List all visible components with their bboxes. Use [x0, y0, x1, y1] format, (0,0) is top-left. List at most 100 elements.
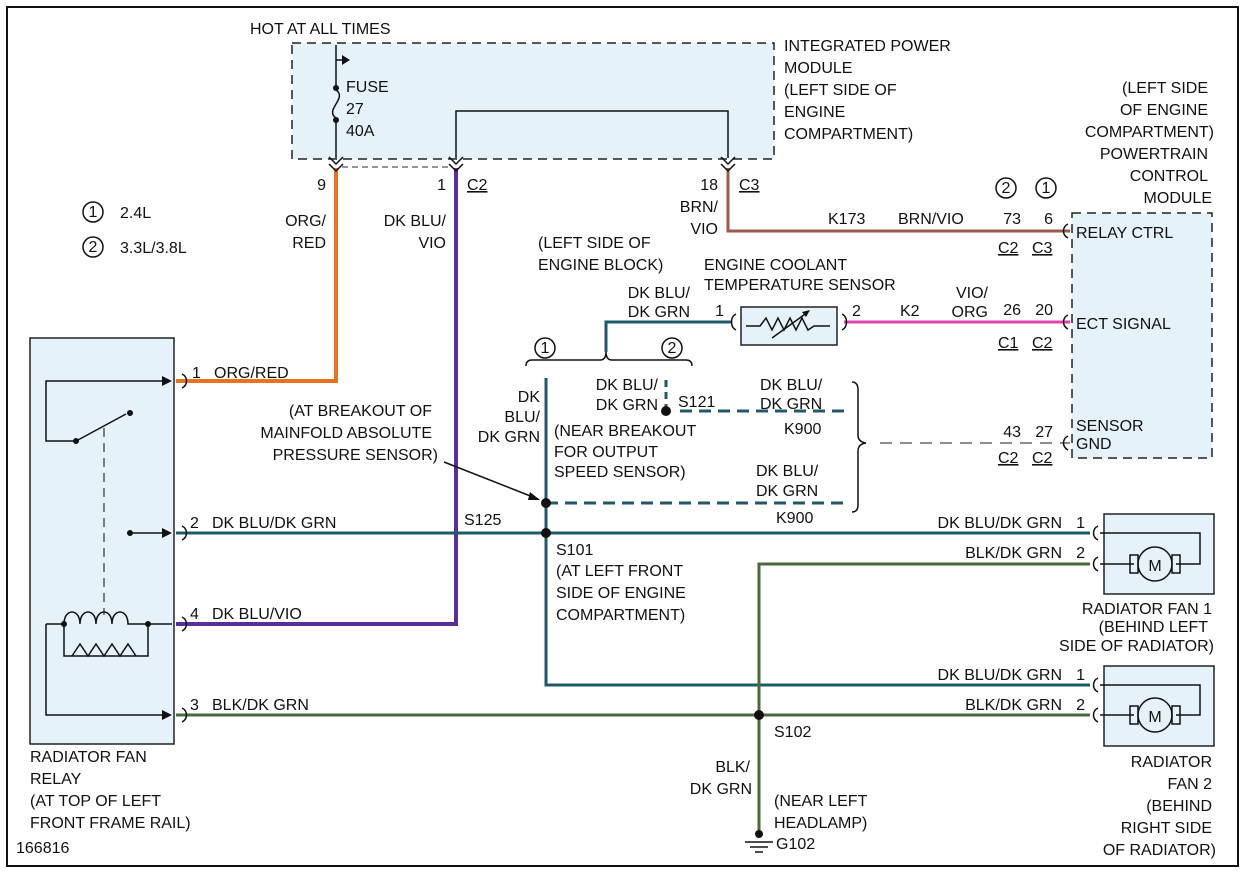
pcm-relay-ctrl: RELAY CTRL [1076, 225, 1173, 242]
relay-switch-icon [77, 413, 127, 441]
pcm-connector: C2 [998, 240, 1019, 257]
legend-mark-2 [82, 236, 104, 258]
connector-chevron [448, 156, 464, 173]
wire-label: VIO/ [956, 285, 989, 302]
wire-org-red [176, 168, 338, 383]
wire-label: DK GRN [596, 397, 658, 414]
fuse-label: FUSE [346, 79, 389, 96]
relay-pin-4: 4 [190, 606, 199, 623]
brace-variant-1: 1 [541, 340, 550, 357]
s101-note: SIDE OF ENGINE [556, 585, 686, 602]
wire-label: DK BLU/ [384, 213, 447, 230]
wire-label: BLK/DK GRN [965, 545, 1062, 562]
radiator-fan-1-box [1103, 513, 1215, 595]
pcm-title: MODULE [1144, 190, 1212, 207]
fan2-location: OF RADIATOR) [1103, 842, 1216, 859]
pcm-connector: C2 [1032, 335, 1053, 352]
ipm-pin-9: 9 [317, 177, 326, 194]
pcm-sensor-gnd: SENSOR [1076, 418, 1144, 435]
pcm-title: CONTROL [1130, 168, 1208, 185]
map-note: (AT BREAKOUT OF [289, 403, 432, 420]
pcm-pin-73: 73 [1003, 211, 1021, 228]
fan2-title: FAN 2 [1168, 776, 1213, 793]
ipm-connector-c2: C2 [467, 177, 488, 194]
pcm-variant-1: 1 [1042, 180, 1051, 197]
splice-s121-label: S121 [678, 394, 715, 411]
map-note-leader [443, 461, 539, 500]
fan1-location: (BEHIND LEFT [1099, 619, 1209, 636]
pcm-connector: C2 [998, 450, 1019, 467]
wire-label: BRN/ [680, 199, 719, 216]
splice-s102 [754, 710, 764, 720]
ground-note: (NEAR LEFT [774, 793, 868, 810]
thermistor-icon [746, 316, 830, 332]
map-note: PRESSURE SENSOR) [273, 447, 438, 464]
splice-s102-label: S102 [774, 724, 811, 741]
pcm-pin-43: 43 [1003, 424, 1021, 441]
fan2-title: RADIATOR [1131, 754, 1212, 771]
s101-note: COMPARTMENT) [556, 607, 685, 624]
relay-title: RELAY [30, 771, 82, 788]
wire-label: DK GRN [760, 396, 822, 413]
diagram-id: 166816 [16, 840, 69, 857]
legend-label-2: 3.3L/3.8L [120, 240, 187, 257]
fan1-pin-2: 2 [1076, 545, 1085, 562]
pcm-location: (LEFT SIDE [1122, 80, 1208, 97]
fan2-motor-icon [1137, 697, 1173, 733]
ect-title: TEMPERATURE SENSOR [704, 277, 896, 294]
wire-label: DK GRN [628, 304, 690, 321]
legend-mark-1 [82, 201, 104, 223]
integrated-power-module-box [291, 42, 775, 160]
wire-label: BLK/DK GRN [965, 697, 1062, 714]
fuse-number: 27 [346, 101, 364, 118]
oss-note: SPEED SENSOR) [554, 464, 686, 481]
fan2-pin-1: 1 [1076, 667, 1085, 684]
brace-variant-2: 2 [668, 340, 677, 357]
ipm-location: (LEFT SIDE OF [784, 82, 897, 99]
legend-label-1: 2.4L [120, 205, 151, 222]
ipm-title: MODULE [784, 60, 852, 77]
wire-label: BLK/ [715, 759, 750, 776]
ect-pin-1: 1 [715, 303, 724, 320]
splice-s121 [661, 406, 671, 416]
relay-location: FRONT FRAME RAIL) [30, 815, 191, 832]
diagram-frame [6, 6, 1239, 867]
powertrain-control-module-box [1071, 212, 1213, 459]
wire-label: BLK/DK GRN [212, 697, 309, 714]
fan2-motor-label: M [1148, 709, 1161, 726]
ect-title: ENGINE COOLANT [704, 257, 847, 274]
wire-ect-signal [604, 320, 732, 352]
radiator-fan-relay-box [29, 337, 175, 745]
relay-coil-icon [63, 611, 172, 625]
connector-chevron [328, 156, 344, 173]
connector-icon [1062, 314, 1069, 330]
wire-label: DK BLU/ [760, 377, 823, 394]
wire-label: DK BLU/DK GRN [212, 515, 336, 532]
engine-variant-brace [525, 351, 693, 367]
wire-label: DK BLU/ [628, 285, 691, 302]
splice-s101 [541, 528, 551, 538]
pcm-location: COMPARTMENT) [1085, 124, 1214, 141]
pcm-connector: C3 [1032, 240, 1053, 257]
wire-brn-vio [726, 168, 1070, 233]
relay-pin-2: 2 [190, 515, 199, 532]
fan2-location: RIGHT SIDE [1121, 820, 1212, 837]
splice-s101-label: S101 [556, 542, 593, 559]
wire-label: BRN/VIO [898, 211, 964, 228]
wire-label: DK GRN [690, 781, 752, 798]
pcm-sensor-gnd: GND [1076, 436, 1112, 453]
splice-map [541, 498, 551, 508]
wire-blk-dk-grn-ground [757, 562, 1090, 833]
wire-label: VIO [690, 221, 718, 238]
fan1-pin-1: 1 [1076, 515, 1085, 532]
wire-label: RED [292, 235, 326, 252]
radiator-fan-2-box [1103, 665, 1215, 747]
wire-dk-blu-dk-grn-fan2 [544, 533, 1090, 687]
wire-label: DK [518, 389, 541, 406]
wire-label: BLU/ [504, 409, 540, 426]
pcm-variant-2: 2 [1002, 180, 1011, 197]
ect-block-location: (LEFT SIDE OF [538, 235, 651, 252]
ground-note: HEADLAMP) [774, 815, 867, 832]
oss-note: (NEAR BREAKOUT [554, 423, 696, 440]
